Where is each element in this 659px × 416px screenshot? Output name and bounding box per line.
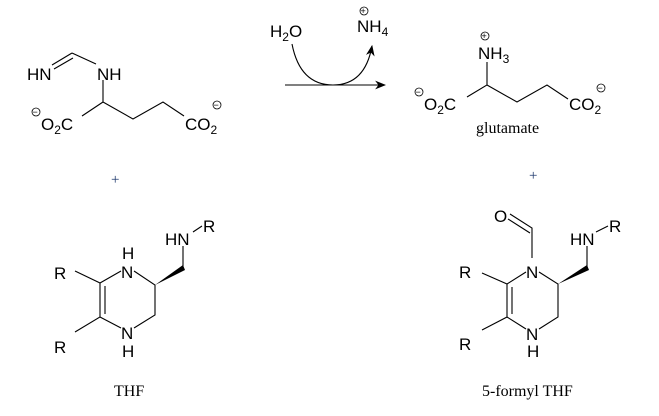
- hn-label: HN: [570, 230, 595, 249]
- minus-charge: −: [598, 83, 603, 93]
- glutamate: NH3 + − O2C CO2 − glutamate: [414, 31, 606, 137]
- o-label: O: [494, 207, 507, 226]
- formyl-thf-label: 5-formyl THF: [482, 383, 573, 400]
- carboxylate-right: CO2: [185, 115, 218, 137]
- r-group: R: [609, 217, 621, 236]
- carboxylate-left: O2C: [41, 115, 73, 137]
- r-group: R: [203, 217, 215, 236]
- minus-charge: −: [416, 87, 421, 97]
- water-label: H2O: [270, 22, 302, 44]
- n-label: N: [121, 324, 133, 343]
- hn-label: HN: [165, 230, 190, 249]
- r-group: R: [54, 264, 66, 283]
- ammonium-group: NH3: [478, 44, 510, 66]
- minus-charge: −: [214, 100, 219, 110]
- carboxylate-right: CO2: [569, 95, 602, 117]
- plus-sign: +: [111, 172, 119, 188]
- n-label: N: [526, 325, 538, 344]
- plus-charge: +: [482, 31, 487, 41]
- r-group: R: [459, 335, 471, 354]
- h-label: H: [527, 342, 539, 361]
- n-label: N: [526, 263, 538, 282]
- r-group: R: [459, 263, 471, 282]
- plus-sign: +: [529, 168, 537, 184]
- n-label: N: [121, 263, 133, 282]
- glutamate-label: glutamate: [476, 120, 539, 137]
- minus-charge: −: [33, 107, 38, 117]
- reaction-arrow: H2O NH4 +: [270, 6, 389, 90]
- carboxylate-left: O2C: [424, 95, 456, 117]
- h-label: H: [122, 342, 134, 361]
- thf: R R H N N H HN R THF: [54, 217, 215, 400]
- thf-label: THF: [114, 383, 144, 400]
- 5-formyl-thf: O R R N N H HN R 5-formyl THF: [459, 207, 621, 400]
- amine-label: NH: [97, 65, 122, 84]
- formiminoglutamate: HN NH − O2C CO2 −: [27, 52, 222, 137]
- imine-label: HN: [27, 65, 52, 84]
- ammonium-label: NH4: [357, 17, 389, 39]
- h-label: H: [122, 244, 134, 263]
- plus-charge: +: [361, 6, 366, 16]
- r-group: R: [54, 338, 66, 357]
